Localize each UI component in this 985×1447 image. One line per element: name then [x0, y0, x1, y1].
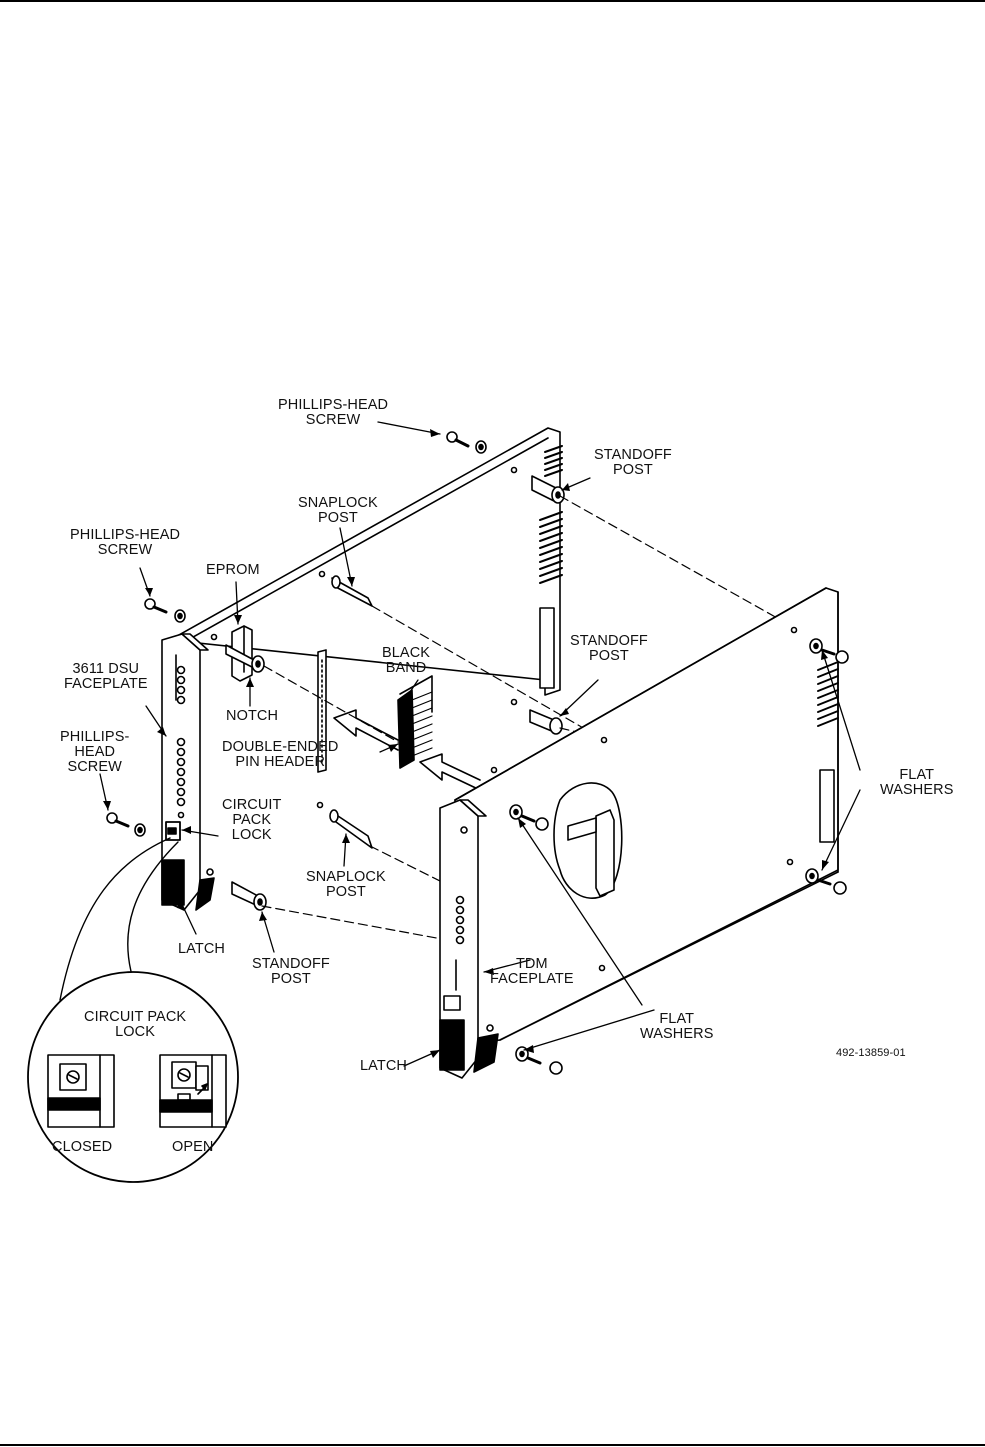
- double-ended-pin-header: [397, 675, 433, 769]
- standoff-post-eprom: [210, 633, 265, 673]
- dsu-faceplate: [161, 633, 215, 911]
- tdm-circuit-board: [454, 587, 839, 1046]
- dsu-circuit-board: [169, 427, 563, 696]
- label-latch-left: LATCH: [178, 941, 225, 957]
- label-open: OPEN: [172, 1139, 214, 1155]
- snaplock-post-bottom: [316, 801, 373, 849]
- washer-screw-right-upper: [809, 638, 849, 664]
- bottom-rule: [0, 1444, 985, 1446]
- insertion-arrow-right: [419, 753, 481, 791]
- screw-left-upper: [144, 598, 186, 623]
- label-latch-right: LATCH: [360, 1058, 407, 1074]
- washer-screw-right-lower: [805, 868, 847, 895]
- label-eprom: EPROM: [206, 562, 260, 578]
- label-closed: CLOSED: [52, 1139, 113, 1155]
- screw-left-lower: [106, 812, 146, 837]
- leader-arrowheads: [103, 429, 829, 1058]
- snaplock-post-top: [318, 570, 373, 607]
- standoff-post-top: [510, 466, 565, 504]
- insertion-arrow-left: [333, 709, 399, 751]
- top-rule: [0, 0, 985, 2]
- washer-screw-tdm-upper: [509, 804, 549, 831]
- circuit-pack-lock-inset: [27, 837, 239, 1183]
- screw-top: [446, 431, 487, 454]
- figure-id: 492-13859-01: [836, 1047, 906, 1059]
- connector-strip: [317, 649, 327, 773]
- standoff-post-bottom: [231, 881, 267, 911]
- lock-open-detail: [159, 1054, 227, 1128]
- edge-connector: [539, 445, 563, 584]
- tdm-edge-connector: [817, 661, 839, 727]
- washer-screw-tdm-lower: [515, 1046, 563, 1075]
- standoff-post-middle: [510, 698, 563, 735]
- tdm-faceplate: [439, 799, 499, 1079]
- lock-closed-detail: [47, 1054, 115, 1128]
- label-notch: NOTCH: [226, 708, 279, 724]
